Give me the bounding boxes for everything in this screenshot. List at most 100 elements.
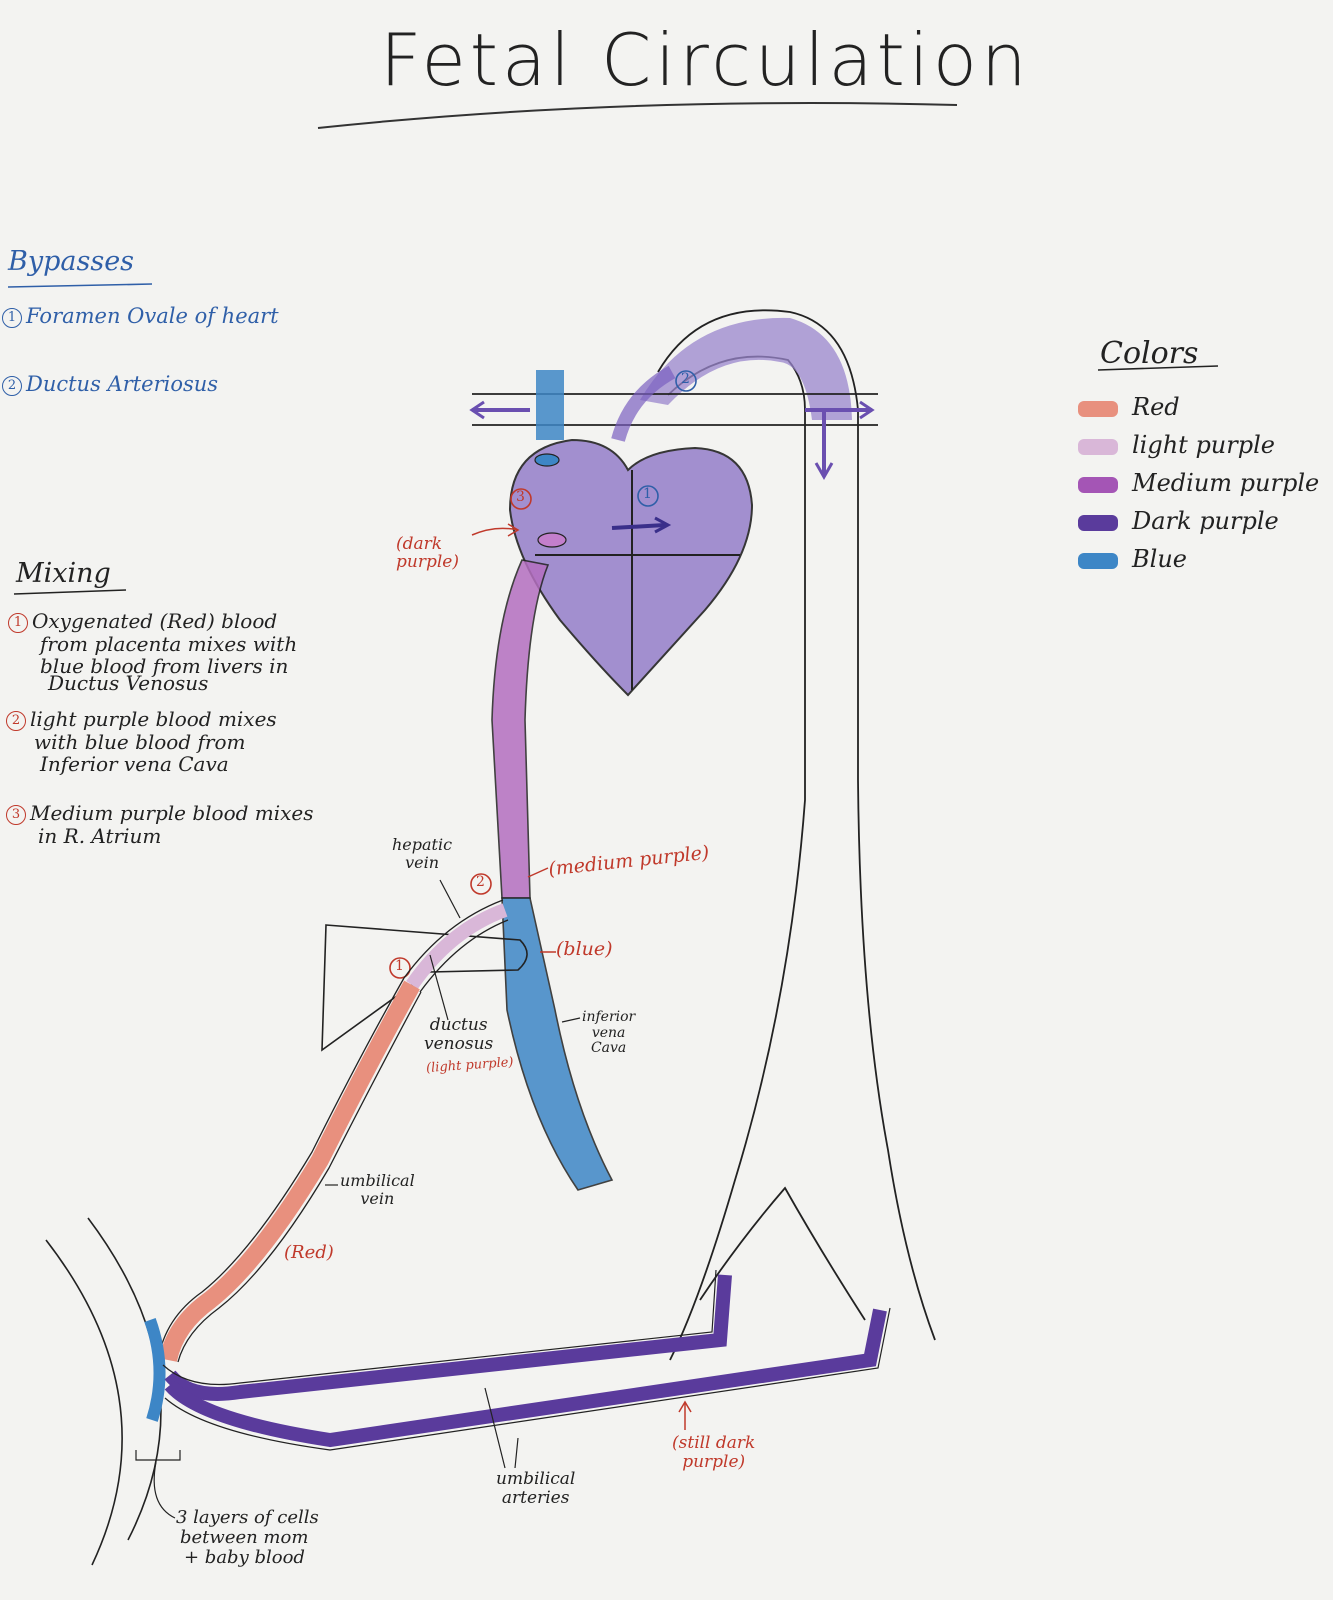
layers-bracket (135, 1450, 181, 1519)
umbilical-arteries-line-2: arteries (501, 1488, 570, 1509)
mixing-item-1-line-4: Ductus Venosus (48, 670, 209, 695)
mixing-item-1-line-2: from placenta mixes with (40, 632, 298, 656)
placenta-outer-arc (45, 1239, 123, 1566)
layers-note-line-3: + baby blood (184, 1547, 305, 1569)
hepatic-vein-label-line-1: hepatic (392, 835, 453, 854)
placenta-inner-arc (87, 1217, 162, 1541)
bypass-marker-2 (675, 370, 697, 392)
colors-legend: Red light purple Medium purple Dark purp… (1078, 388, 1319, 578)
still-dark-purple-line-2: purple) (682, 1452, 746, 1473)
bypasses-underline (7, 283, 153, 288)
mixing-number-3: 3 (6, 805, 26, 825)
legend-label-blue: Blue (1132, 545, 1187, 573)
still-dark-purple-arrowhead (678, 1400, 692, 1413)
bypasses-heading: Bypasses (8, 246, 135, 277)
title-underline (317, 102, 958, 129)
ductus-venosus (406, 903, 508, 989)
legend-swatch-dark-purple (1078, 514, 1118, 531)
mixing-item-3-line-1: Medium purple blood mixes (30, 801, 314, 825)
bypass-number-1: 1 (2, 308, 22, 328)
umbilical-artery-lower (164, 1308, 887, 1448)
umbilical-vein-wall-1 (157, 977, 405, 1361)
foramen-ovale-arrow (611, 523, 666, 530)
legend-label-dark-purple: Dark purple (1132, 507, 1279, 535)
umbilical-vein-label-line-2: vein (360, 1188, 395, 1208)
mixing-number-2: 2 (6, 711, 26, 731)
umbilical-vein-wall-2 (177, 991, 422, 1363)
ductus-venosus-label-line-1: ductus (429, 1015, 488, 1035)
legend-item-dark-purple: Dark purple (1078, 502, 1319, 540)
bypass-item-2-text: Ductus Arteriosus (26, 372, 219, 396)
dark-purple-arrow (471, 527, 519, 536)
layers-note: 3 layers of cells between mom + baby blo… (176, 1507, 319, 1569)
placenta-junction (144, 1317, 166, 1422)
mixing-heading: Mixing (16, 558, 111, 589)
hepatic-vein-label-line-2: vein (405, 852, 439, 872)
right-pulmonary-arrowhead (859, 400, 875, 420)
legend-item-blue: Blue (1078, 540, 1319, 578)
mixing-marker-1-label: 1 (395, 958, 404, 974)
mixing-number-1: 1 (8, 613, 28, 633)
superior-vena-cava (536, 370, 564, 440)
mixing-marker-3 (510, 488, 532, 510)
umbilical-vein (159, 980, 420, 1363)
svc-opening (534, 453, 560, 467)
mixing-item-1-line-1: Oxygenated (Red) blood (32, 609, 278, 633)
ivc-opening (537, 532, 567, 548)
legend-swatch-blue (1078, 552, 1118, 569)
bypass-number-2: 2 (2, 376, 22, 396)
mixing-marker-3-label: 3 (516, 489, 525, 505)
aorta-bifurcation (699, 1186, 866, 1321)
umbilical-artery-upper (164, 1274, 732, 1401)
legend-swatch-red (1078, 400, 1118, 417)
mixing-item-2-line-2: with blue blood from (34, 730, 246, 754)
page-title: Fetal Circulation (380, 18, 1031, 102)
layers-note-line-1: 3 layers of cells (176, 1507, 319, 1528)
umbilical-artery-outline-2 (164, 1307, 891, 1451)
red-label: (Red) (284, 1242, 334, 1263)
mixing-marker-2 (470, 873, 492, 895)
inferior-vena-cava-label: inferior vena Cava (582, 1009, 636, 1057)
legend-label-medium-purple: Medium purple (1132, 469, 1320, 497)
descending-flow-arrowhead (814, 462, 834, 481)
mixing-item-1-line-3: blue blood from livers in (40, 654, 289, 679)
mixing-item-2-line-3: Inferior vena Cava (40, 752, 229, 777)
umbilical-arteries-label: umbilical arteries (496, 1469, 575, 1509)
blue-label: (blue) (556, 938, 613, 960)
layers-note-line-2: between mom (180, 1527, 309, 1549)
bypass-marker-1-label: 1 (643, 486, 652, 502)
mixing-item-2-line-1: light purple blood mixes (30, 707, 277, 731)
still-dark-purple-label: (still dark purple) (672, 1433, 756, 1473)
umbilical-vein-label: umbilical vein (340, 1172, 415, 1208)
legend-label-light-purple: light purple (1132, 431, 1275, 459)
ductus-venosus-label-line-2: venosus (424, 1034, 494, 1055)
colors-heading: Colors (1100, 336, 1199, 371)
ductus-venosus-wall-2 (419, 919, 509, 993)
ivc-medium-purple-segment (491, 559, 550, 899)
ivc-leader (561, 1017, 581, 1023)
still-dark-purple-line-1: (still dark (672, 1433, 756, 1453)
legend-item-red: Red (1078, 388, 1319, 426)
ivc-label-line-1: inferior (582, 1009, 636, 1025)
mixing-item-3-line-2: in R. Atrium (38, 824, 162, 848)
aortic-arch-fill (640, 317, 852, 420)
foramen-ovale-arrowhead (654, 516, 672, 534)
bypass-marker-2-label: 2 (681, 371, 690, 387)
left-pulmonary-arrowhead (469, 400, 485, 420)
hepatic-vein-leader (439, 879, 461, 919)
umbilical-artery-outline-1 (162, 1269, 717, 1386)
umbilical-arteries-leader (484, 1387, 519, 1469)
colors-underline (1097, 365, 1219, 371)
dark-purple-label: (dark purple) (396, 534, 459, 572)
mixing-marker-1 (389, 957, 411, 979)
aorta-outer-wall (657, 309, 936, 1341)
ductus-venosus-wall-1 (403, 899, 504, 979)
legend-swatch-light-purple (1078, 438, 1118, 455)
umbilical-vein-label-line-1: umbilical (340, 1171, 415, 1190)
